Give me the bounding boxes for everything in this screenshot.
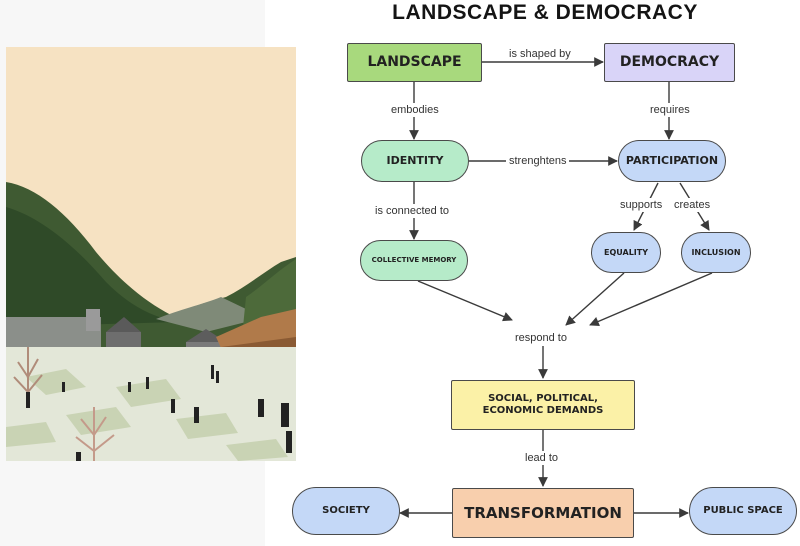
edge-label-creates: creates: [671, 198, 714, 212]
node-demands: SOCIAL, POLITICAL, ECONOMIC DEMANDS: [451, 380, 635, 430]
node-transformation: TRANSFORMATION: [452, 488, 634, 538]
node-participation: PARTICIPATION: [618, 140, 726, 182]
node-landscape: LANDSCAPE: [347, 43, 482, 82]
edge-collective-respond: [417, 280, 513, 322]
edge-label-supports: supports: [617, 198, 666, 212]
node-democracy: DEMOCRACY: [604, 43, 735, 82]
node-equality: EQUALITY: [591, 232, 661, 273]
edge-label-respond-to: respond to: [512, 331, 570, 345]
edge-label-embodies: embodies: [388, 103, 442, 117]
node-identity: IDENTITY: [361, 140, 469, 182]
landscape-illustration: [6, 47, 296, 461]
node-collective-memory: COLLECTIVE MEMORY: [360, 240, 468, 281]
edge-label-is-connected-to: is connected to: [372, 204, 452, 218]
node-public-space: PUBLIC SPACE: [689, 487, 797, 535]
edge-label-requires: requires: [647, 103, 693, 117]
edge-label-lead-to: lead to: [522, 451, 562, 465]
edge-equality-respond: [565, 272, 625, 326]
node-society: SOCIETY: [292, 487, 400, 535]
edge-inclusion-respond: [589, 272, 713, 327]
node-inclusion: INCLUSION: [681, 232, 751, 273]
diagram-title: LANDSCAPE & DEMOCRACY: [392, 1, 698, 24]
edge-label-is-shaped-by: is shaped by: [506, 47, 574, 61]
edge-label-strenghtens: strenghtens: [506, 154, 570, 168]
